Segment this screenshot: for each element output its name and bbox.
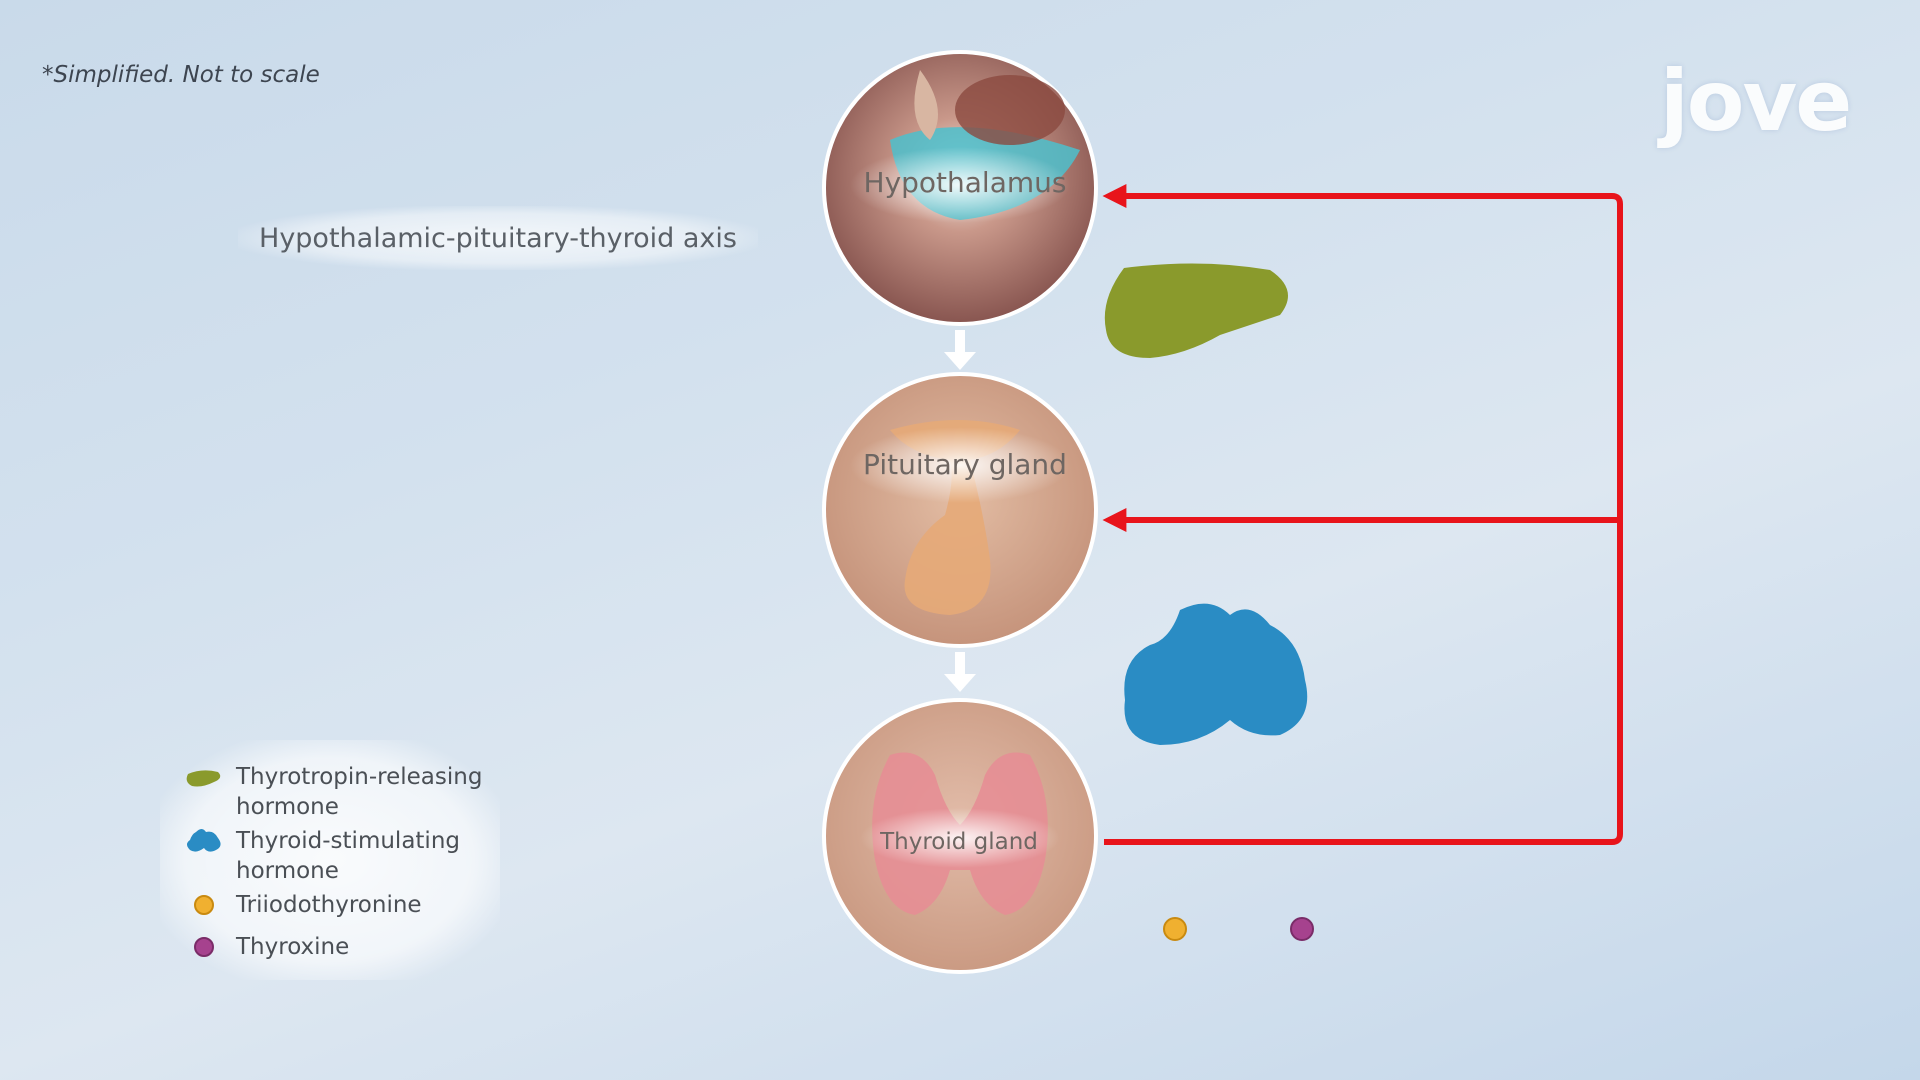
tsh-icon: [180, 826, 228, 856]
pituitary-gland-shape: [890, 420, 1020, 615]
negative-feedback-loop: [1102, 184, 1623, 845]
hypothalamus-stalk-shape: [914, 70, 938, 140]
simplified-note: *Simplified. Not to scale: [42, 62, 320, 88]
diagram-title: Hypothalamic-pituitary-thyroid axis: [259, 222, 737, 254]
hypothalamus-tissue-shape: [955, 75, 1065, 145]
hypothalamus-label: Hypothalamus: [864, 166, 1067, 199]
pituitary-node: Pituitary gland: [822, 372, 1098, 648]
legend-label-trh: Thyrotropin-releasing hormone: [236, 764, 483, 820]
pituitary-label: Pituitary gland: [863, 448, 1067, 481]
legend-item-t4: Thyroxine: [180, 932, 349, 962]
down-arrow-pit-thy: [944, 652, 976, 692]
t3-molecule: [1163, 917, 1187, 941]
trh-icon: [180, 762, 228, 792]
thyroid-label-glow: [860, 808, 1060, 868]
diagram-title-box: Hypothalamic-pituitary-thyroid axis: [238, 206, 758, 270]
hypothalamus-label-glow: [850, 147, 1070, 223]
pituitary-label-glow: [850, 427, 1070, 503]
thyroid-node: Thyroid gland: [822, 698, 1098, 974]
legend-label-t3: Triiodothyronine: [236, 892, 422, 918]
thyroid-label: Thyroid gland: [879, 829, 1038, 855]
legend-item-tsh: Thyroid-stimulating hormone: [180, 826, 460, 886]
legend: Thyrotropin-releasing hormone Thyroid-st…: [160, 740, 500, 980]
legend-item-trh: Thyrotropin-releasing hormone: [180, 762, 482, 822]
legend-label-t4: Thyroxine: [236, 934, 350, 960]
legend-item-t3: Triiodothyronine: [180, 890, 422, 920]
tsh-molecule: [1124, 603, 1308, 745]
t3-icon: [180, 890, 228, 920]
t4-molecule: [1290, 917, 1314, 941]
trh-molecule: [1104, 263, 1288, 358]
legend-label-tsh: Thyroid-stimulating hormone: [236, 828, 460, 884]
hypothalamus-node: Hypothalamus: [822, 50, 1098, 326]
down-arrow-hypo-pit: [944, 330, 976, 370]
t4-icon: [180, 932, 228, 962]
jove-logo: jove: [1660, 52, 1852, 150]
